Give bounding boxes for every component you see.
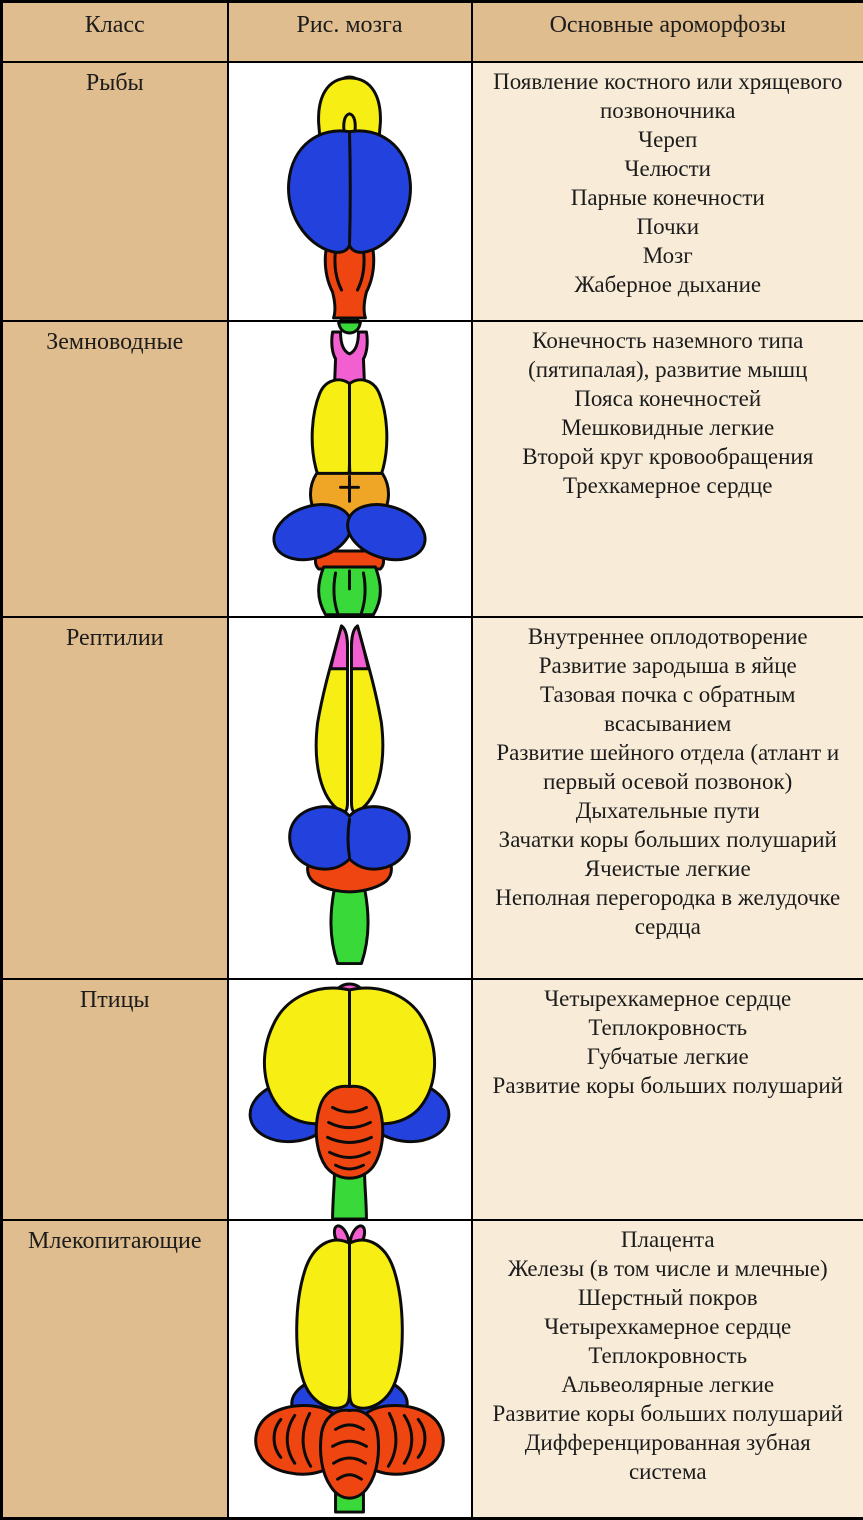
brain-cell-bird (226, 977, 473, 1221)
spinal-cord (330, 1165, 368, 1218)
header-row: Класс Рис. мозга Основные ароморфозы (0, 0, 863, 63)
aromorphosis-line: Пояса конечностей (574, 386, 762, 412)
brain-cell-mammal (226, 1218, 473, 1520)
amphibian-brain-diagram (271, 323, 427, 616)
aromorphosis-line: Дыхательные пути (575, 798, 760, 824)
aromorphosis-line: Парные конечности (570, 184, 765, 210)
class-label: Птицы (79, 986, 150, 1013)
optic-lobes (287, 805, 411, 871)
aromorphosis-line: Второй круг кровообращения (522, 444, 814, 470)
aromorphosis-line: Губчатые легкие (586, 1043, 749, 1069)
aromorphosis-line: Плацента (620, 1226, 715, 1252)
class-cell-mammal: Млекопитающие (0, 1218, 229, 1520)
cerebral-hemispheres (294, 1238, 351, 1410)
class-label: Рептилии (65, 625, 164, 652)
olfactory-lobes (328, 624, 349, 671)
aromorphosis-line: Развитие коры больших полушарий (492, 1400, 843, 1426)
row-amphibian: Земноводные Конечность наземного типа (п… (0, 320, 863, 619)
fish-brain-diagram (286, 74, 412, 320)
aromorphosis-line: Альвеолярные легкие (561, 1371, 775, 1397)
aromorphosis-line: Тазовая почка с обратным всасыванием (540, 682, 796, 737)
aromorphosis-line: Неполная перегородка в желудочке сердца (495, 885, 841, 940)
aromorphosis-line: Развитие зародыша в яйце (538, 653, 797, 679)
mammal-brain-diagram (253, 1224, 445, 1514)
aromorphosis-line: Четырехкамерное сердце (544, 985, 792, 1011)
header-brain-figure: Рис. мозга (226, 0, 473, 63)
aromorphosis-line: Зачатки коры больших полушарий (498, 827, 837, 853)
aromorphosis-line: Ячеистые легкие (584, 856, 751, 882)
aromorphosis-line: Развитие коры больших полушарий (492, 1072, 843, 1098)
brain-cell-reptile (226, 616, 473, 980)
bird-brain-diagram (248, 982, 450, 1218)
aromorphosis-line: Шерстный покров (577, 1284, 758, 1310)
cerebellum (314, 1084, 384, 1180)
row-fish: Рыбы Появление костного или хрящевого по… (0, 60, 863, 323)
aromorphosis-line: Череп (638, 126, 698, 152)
class-cell-fish: Рыбы (0, 60, 229, 323)
aromorphosis-line: Конечность наземного типа (пятипалая), р… (528, 328, 808, 383)
aromorphosis-line: Почки (636, 213, 700, 239)
aromorphosis-line: Челюсти (624, 155, 711, 181)
aromorphosis-line: Появление костного или хрящевого позвоно… (493, 68, 843, 123)
aromorphosis-line: Железы (в том числе и млечные) (507, 1255, 828, 1281)
class-cell-bird: Птицы (0, 977, 229, 1221)
aromorphosis-line: Развитие шейного отдела (атлант и первый… (496, 740, 840, 795)
header-aromorphoses: Основные ароморфозы (470, 0, 863, 63)
class-label: Рыбы (85, 69, 144, 96)
aromorphosis-line: Теплокровность (588, 1014, 748, 1040)
aromorphosis-line: Четырехкамерное сердце (544, 1313, 792, 1339)
brain-cell-amphibian (226, 320, 473, 619)
class-cell-reptile: Рептилии (0, 616, 229, 980)
aromorphosis-line: Трехкамерное сердце (562, 473, 773, 499)
class-label: Земноводные (46, 329, 184, 356)
class-label: Млекопитающие (28, 1227, 202, 1254)
aromorphosis-line: Внутреннее оплодотворение (527, 624, 808, 650)
aromorphosis-line: Дифференцированная зубная система (524, 1429, 811, 1484)
aromorphosis-line: Теплокровность (588, 1342, 748, 1368)
aromorphoses-cell-amphibian: Конечность наземного типа (пятипалая), р… (470, 320, 863, 619)
spinal-cord (328, 881, 370, 966)
aromorphoses-cell-fish: Появление костного или хрящевого позвоно… (470, 60, 863, 323)
aromorphosis-line: Мешковидные легкие (561, 415, 775, 441)
aromorphosis-line: Мозг (642, 242, 693, 268)
aromorphosis-line: Жаберное дыхание (574, 271, 762, 297)
header-class: Класс (0, 0, 229, 63)
olfactory-lobes (329, 330, 369, 386)
reptile-brain-diagram (287, 624, 411, 966)
brain-cell-fish (226, 60, 473, 323)
class-cell-amphibian: Земноводные (0, 320, 229, 619)
medulla (323, 238, 375, 319)
forebrain (316, 75, 382, 136)
